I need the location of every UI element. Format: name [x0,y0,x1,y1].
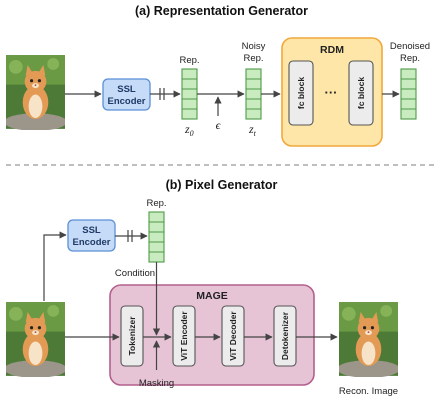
fc-block-2-label: fc block [356,77,366,109]
rep-label-top: Rep. [179,55,199,66]
epsilon-label: ϵ [216,118,222,132]
rdm-block: RDM fc block ··· fc block [281,37,383,147]
tokenizer-label: Tokenizer [127,316,137,356]
detokenizer-block: Detokenizer [273,305,297,367]
stop-gradient-mark-bottom [127,230,133,242]
detokenizer-label: Detokenizer [280,311,290,360]
vit-encoder-label: ViT Encoder [179,311,189,361]
ellipsis: ··· [325,85,338,100]
rep-vector-z0 [181,68,198,120]
denoised-rep-vector [400,68,417,120]
recon-image-label: Recon. Image [339,386,398,397]
ssl-bottom-label-line1: SSL [82,225,101,236]
ssl-bottom-label-line2: Encoder [72,237,110,248]
vit-decoder-block: ViT Decoder [221,305,245,367]
section-b-title: (b) Pixel Generator [166,178,278,192]
reconstructed-cat-image [339,302,398,377]
z0-label: z0 [184,122,194,138]
rep-label-bottom: Rep. [146,198,166,209]
arrow-image-to-ssl-bottom [43,231,67,301]
vit-decoder-label: ViT Decoder [228,311,238,361]
noisy-label-line1: Noisy [242,41,266,52]
masking-label: Masking [139,378,174,389]
mage-block: MAGE Tokenizer ViT Encoder ViT Decoder D… [109,284,315,386]
condition-label: Condition [115,268,155,279]
condition-rep-vector [148,211,165,263]
ssl-encoder-bottom: SSL Encoder [67,219,116,252]
fc-block-1: fc block [288,60,314,126]
ssl-label-line2: Encoder [107,96,145,107]
vit-encoder-block: ViT Encoder [172,305,196,367]
ssl-label-line1: SSL [117,84,136,95]
tokenizer-block: Tokenizer [120,305,144,367]
input-cat-image-bottom [6,302,65,377]
noisy-rep-vector-zt [245,68,262,120]
ssl-encoder-top: SSL Encoder [102,78,151,111]
zt-label: zt [248,122,257,138]
denoised-label-line2: Rep. [400,53,420,64]
rdm-label: RDM [320,44,344,56]
input-cat-image-top [6,55,65,130]
denoised-label-line1: Denoised [390,41,430,52]
mage-label: MAGE [196,290,228,302]
fc-block-2: fc block [348,60,374,126]
stop-gradient-mark-top [159,88,165,100]
noisy-label-line2: Rep. [243,53,263,64]
fc-block-1-label: fc block [296,77,306,109]
section-a-title: (a) Representation Generator [135,4,308,18]
